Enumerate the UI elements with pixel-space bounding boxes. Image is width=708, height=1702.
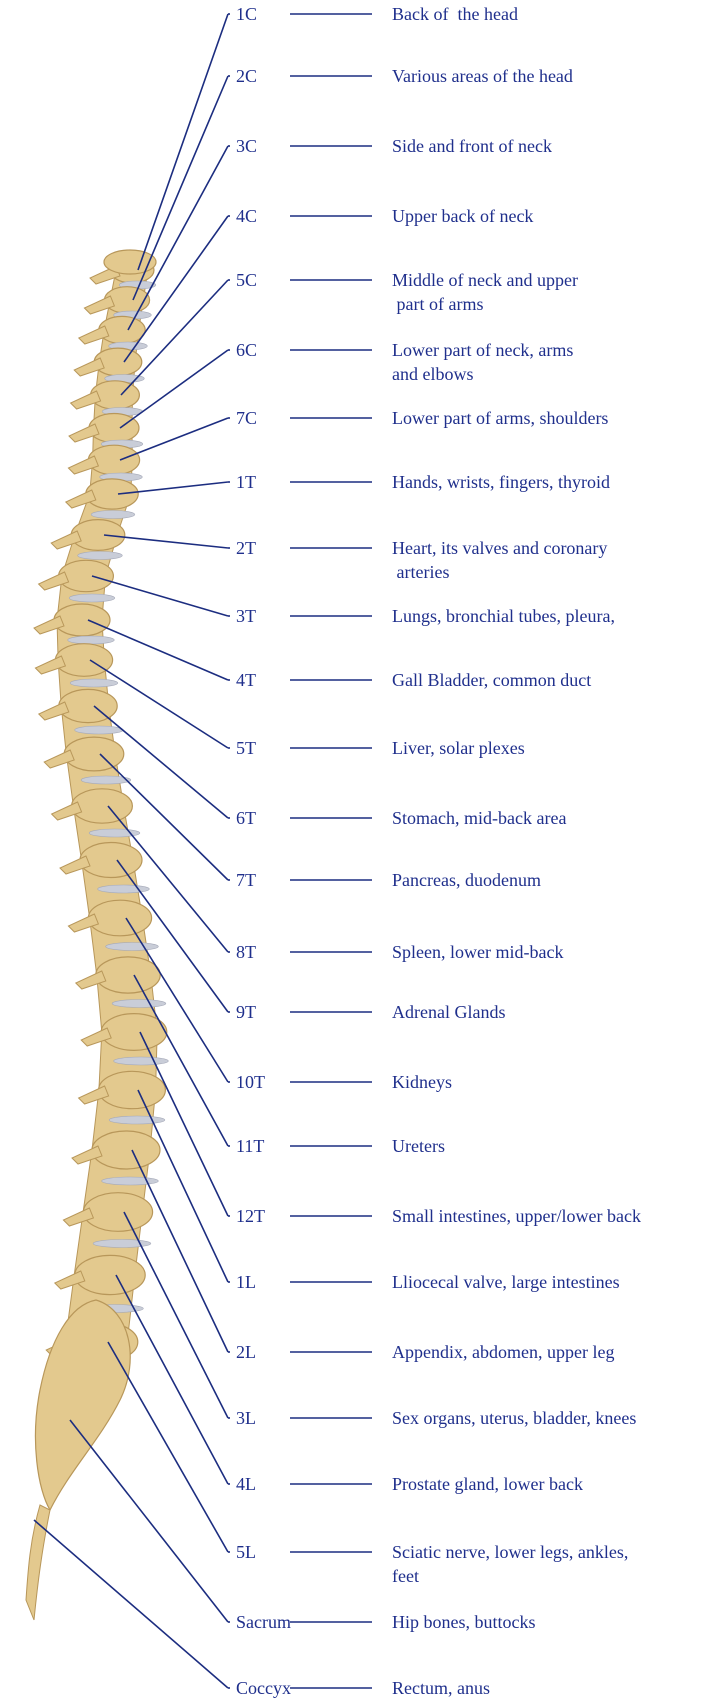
vertebra-description: Middle of neck and upper bbox=[392, 270, 578, 290]
vertebra-description: Prostate gland, lower back bbox=[392, 1474, 583, 1494]
vertebra-description: Side and front of neck bbox=[392, 136, 552, 156]
vertebra-label: 9T bbox=[236, 1002, 256, 1022]
vertebra-body bbox=[64, 737, 124, 771]
vertebra-description: Various areas of the head bbox=[392, 66, 573, 86]
atlas-vertebra bbox=[104, 250, 156, 274]
vertebra-labels: 1C Back of the head 2C Various areas of the… bbox=[236, 4, 641, 1698]
vertebra-label: 6T bbox=[236, 808, 256, 828]
vertebra-description: Back of the head bbox=[392, 4, 518, 24]
vertebra-description: Sex organs, uterus, bladder, knees bbox=[392, 1408, 636, 1428]
vertebra-label: 5T bbox=[236, 738, 256, 758]
vertebra-body bbox=[59, 560, 114, 591]
vertebra-body bbox=[83, 1193, 152, 1232]
vertebra-label: 4L bbox=[236, 1474, 256, 1494]
vertebra-body bbox=[96, 957, 160, 993]
vertebra-body bbox=[88, 900, 151, 936]
intervertebral-disc bbox=[109, 1116, 165, 1124]
vertebra-label: 5L bbox=[236, 1542, 256, 1562]
vertebra-label: 4C bbox=[236, 206, 257, 226]
vertebra-label: 1T bbox=[236, 472, 256, 492]
intervertebral-disc bbox=[78, 552, 123, 560]
vertebra-body bbox=[55, 644, 112, 677]
intervertebral-disc bbox=[114, 1057, 169, 1065]
vertebra-description: Pancreas, duodenum bbox=[392, 870, 541, 890]
vertebra-description: Lungs, bronchial tubes, pleura, bbox=[392, 606, 615, 626]
vertebra-description: Small intestines, upper/lower back bbox=[392, 1206, 641, 1226]
vertebra-body bbox=[101, 1014, 167, 1051]
vertebra-body bbox=[92, 1131, 160, 1169]
vertebra-label: 1L bbox=[236, 1272, 256, 1292]
vertebra-description: Kidneys bbox=[392, 1072, 452, 1092]
vertebra-description: Gall Bladder, common duct bbox=[392, 670, 591, 690]
intervertebral-disc bbox=[68, 636, 115, 644]
vertebra-label: 6C bbox=[236, 340, 257, 360]
vertebra-description: Lower part of neck, arms bbox=[392, 340, 573, 360]
vertebra-label: 2C bbox=[236, 66, 257, 86]
intervertebral-disc bbox=[102, 1177, 159, 1185]
vertebra-description: Rectum, anus bbox=[392, 1678, 490, 1698]
intervertebral-disc bbox=[91, 511, 135, 519]
intervertebral-disc bbox=[106, 943, 159, 951]
vertebra-description: part of arms bbox=[392, 294, 483, 314]
vertebra-description: Adrenal Glands bbox=[392, 1002, 505, 1022]
coccyx-bone bbox=[26, 1505, 50, 1620]
vertebra-description: Ureters bbox=[392, 1136, 445, 1156]
vertebra-description: Upper back of neck bbox=[392, 206, 533, 226]
vertebra-label: 3L bbox=[236, 1408, 256, 1428]
intervertebral-disc bbox=[112, 1000, 166, 1008]
leader-line bbox=[34, 1520, 228, 1688]
vertebra-body bbox=[75, 1255, 145, 1294]
vertebra-label: 7C bbox=[236, 408, 257, 428]
spine-illustration bbox=[26, 250, 168, 1620]
vertebra-label: 8T bbox=[236, 942, 256, 962]
intervertebral-disc bbox=[98, 885, 150, 893]
intervertebral-disc bbox=[70, 679, 118, 687]
vertebra-description: Spleen, lower mid-back bbox=[392, 942, 563, 962]
leader-line bbox=[133, 76, 228, 300]
vertebra-label: 4T bbox=[236, 670, 256, 690]
vertebra-description: and elbows bbox=[392, 364, 473, 384]
leader-line bbox=[70, 1420, 228, 1622]
vertebra-label: 11T bbox=[236, 1136, 264, 1156]
vertebra-description: Stomach, mid-back area bbox=[392, 808, 566, 828]
vertebra-body bbox=[54, 604, 110, 636]
vertebra-label: 5C bbox=[236, 270, 257, 290]
vertebra-label: 1C bbox=[236, 4, 257, 24]
vertebra-label: 7T bbox=[236, 870, 256, 890]
vertebra-label: 3C bbox=[236, 136, 257, 156]
vertebra-description: Lliocecal valve, large intestines bbox=[392, 1272, 620, 1292]
vertebra-description: Heart, its valves and coronary bbox=[392, 538, 607, 558]
vertebra-label: 12T bbox=[236, 1206, 265, 1226]
vertebra-description: arteries bbox=[392, 562, 449, 582]
vertebra-description: Sciatic nerve, lower legs, ankles, bbox=[392, 1542, 628, 1562]
intervertebral-disc bbox=[75, 726, 124, 734]
vertebra-label: Coccyx bbox=[236, 1678, 291, 1698]
vertebra-label: 2L bbox=[236, 1342, 256, 1362]
vertebra-label: 2T bbox=[236, 538, 256, 558]
vertebra-description: Hip bones, buttocks bbox=[392, 1612, 536, 1632]
vertebra-description: Liver, solar plexes bbox=[392, 738, 525, 758]
vertebra-description: feet bbox=[392, 1566, 419, 1586]
intervertebral-disc bbox=[69, 594, 115, 602]
vertebra-description: Appendix, abdomen, upper leg bbox=[392, 1342, 614, 1362]
leader-line bbox=[88, 620, 228, 680]
leader-line bbox=[138, 14, 228, 270]
vertebra-description: Lower part of arms, shoulders bbox=[392, 408, 608, 428]
vertebra-body bbox=[80, 843, 142, 878]
vertebra-body bbox=[72, 789, 133, 823]
vertebra-label: 10T bbox=[236, 1072, 265, 1092]
vertebra-body bbox=[99, 1071, 166, 1108]
vertebra-label: 3T bbox=[236, 606, 256, 626]
vertebra-description: Hands, wrists, fingers, thyroid bbox=[392, 472, 610, 492]
vertebra-label: Sacrum bbox=[236, 1612, 291, 1632]
